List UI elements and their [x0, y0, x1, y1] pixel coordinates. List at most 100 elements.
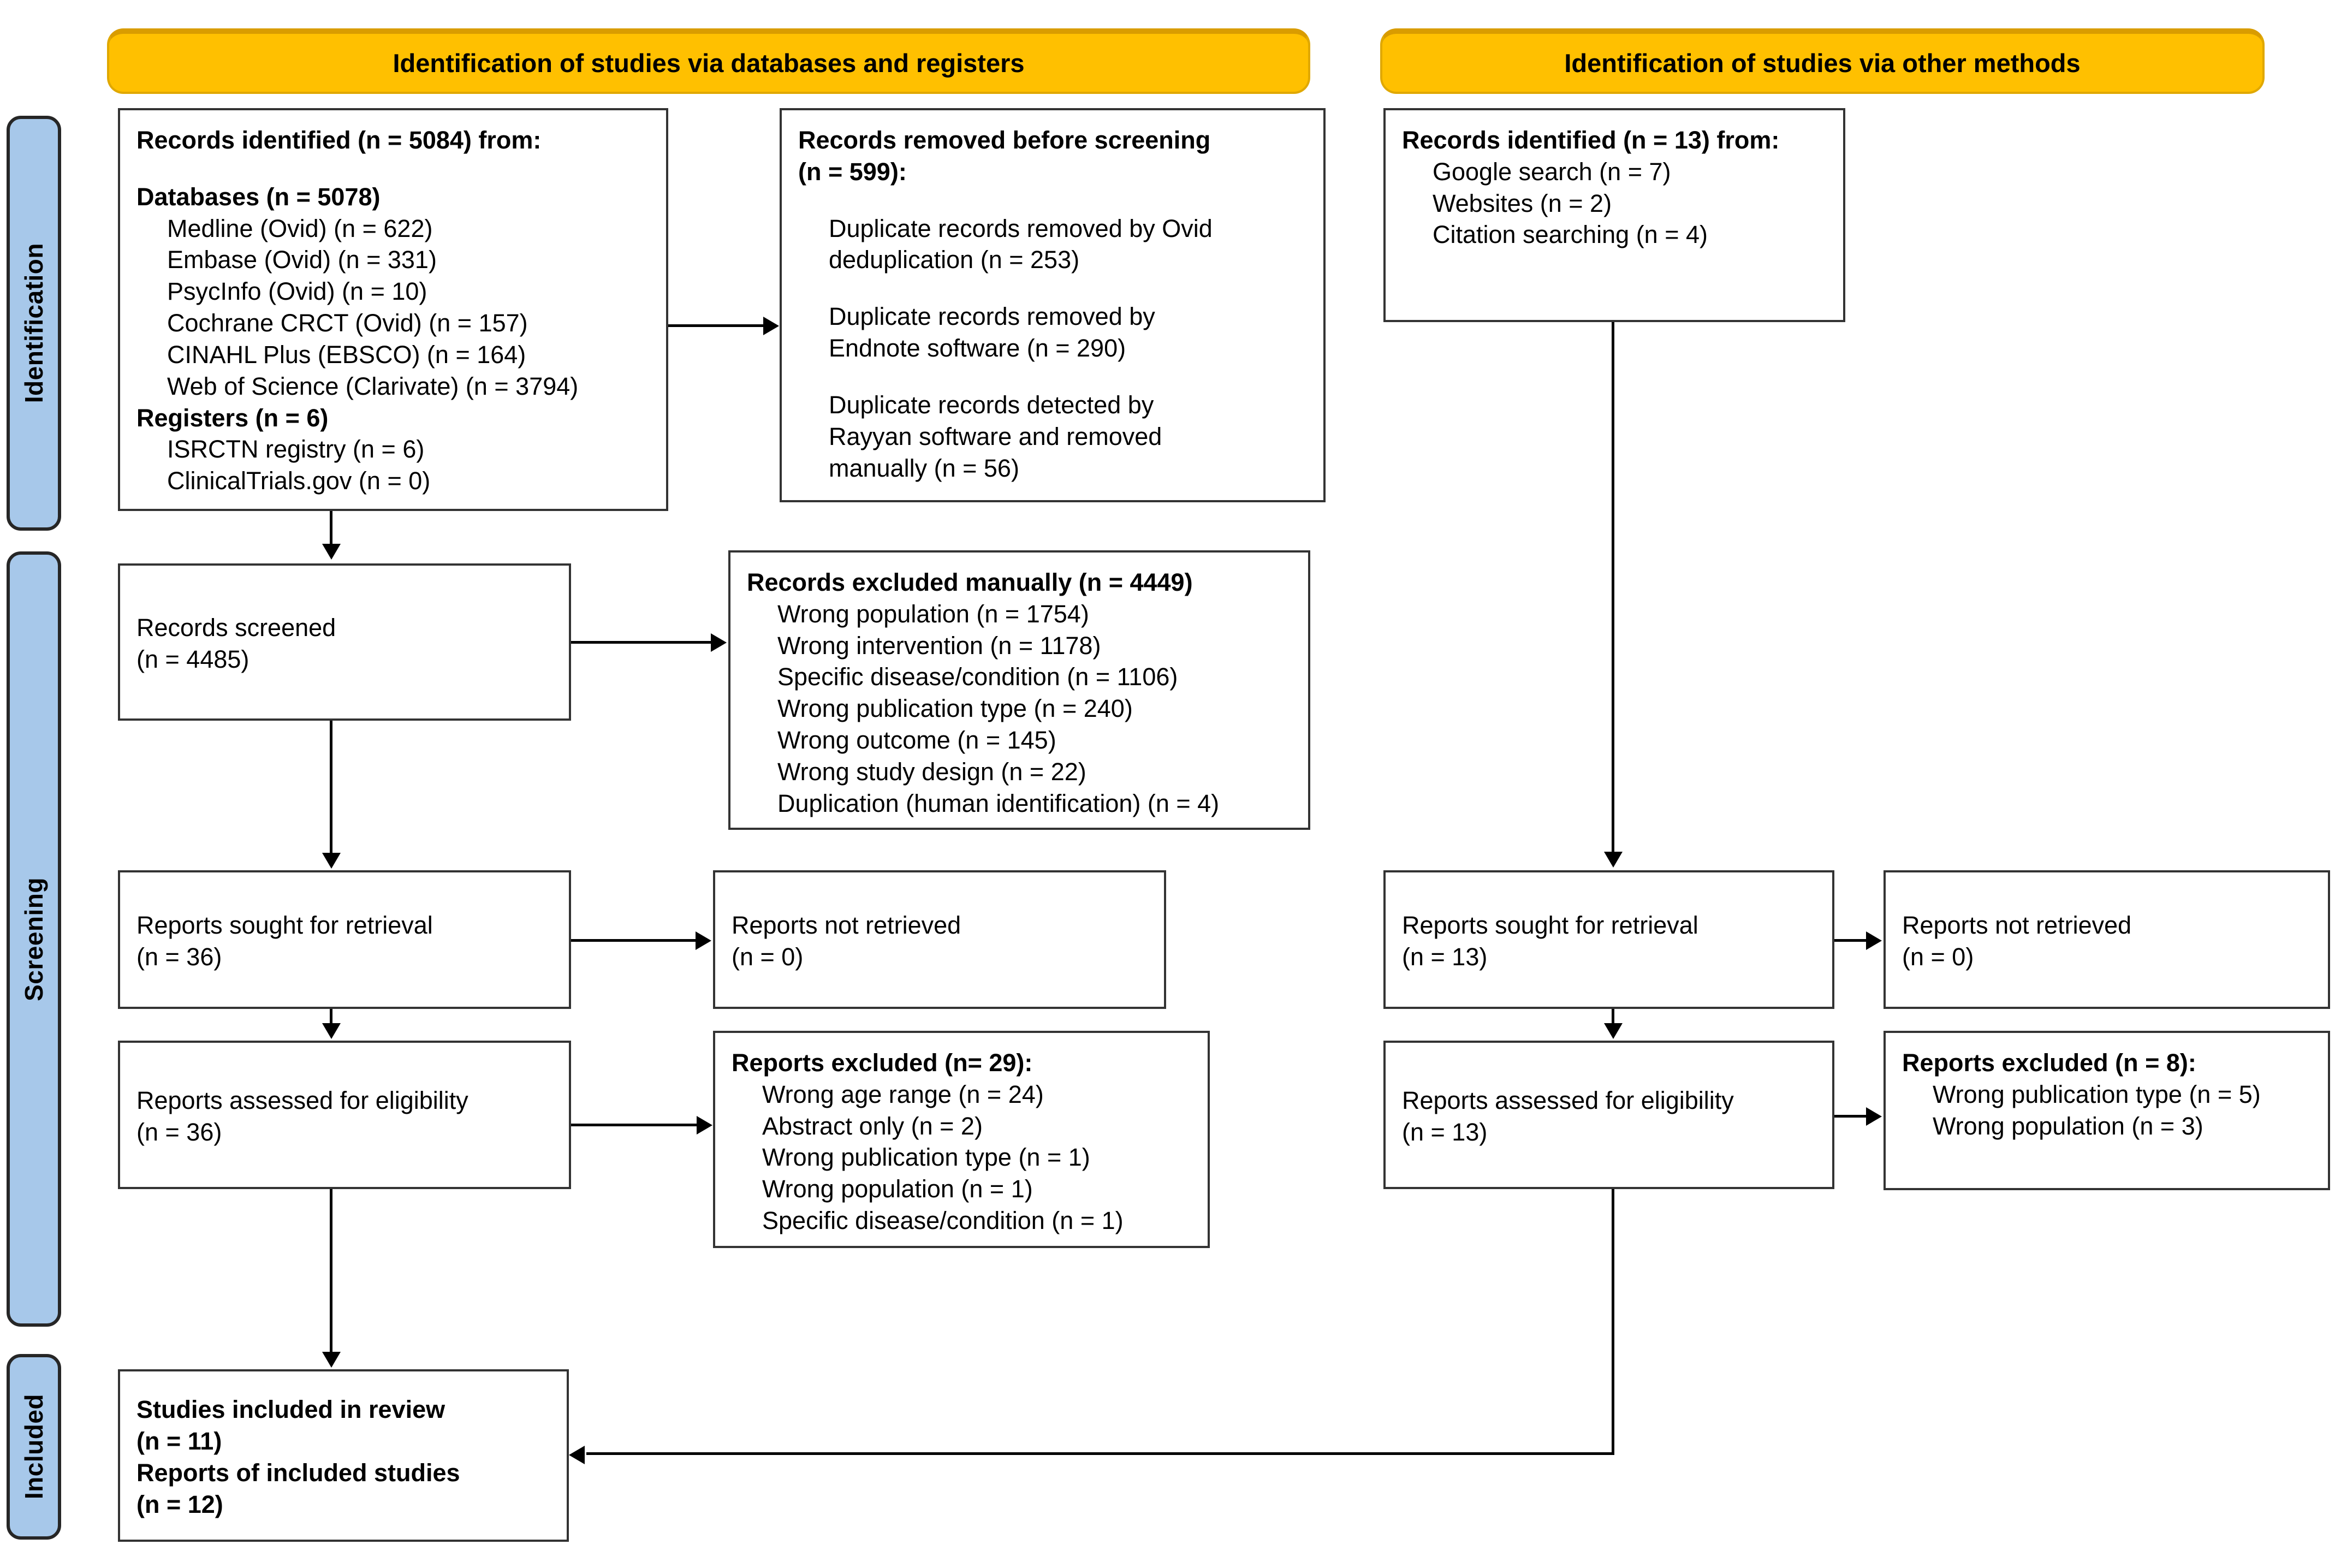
- arrowhead-identified-other-to-sought-right: [1604, 852, 1623, 868]
- box-text-line: Rayyan software and removed: [829, 422, 1162, 450]
- box-text-line: (n = 36): [136, 943, 222, 971]
- arrowhead-sought-to-not-retrieved-right: [1866, 931, 1882, 950]
- box-reports-assessed-left: Reports assessed for eligibility (n = 36): [118, 1041, 571, 1189]
- box-text-line: Endnote software (n = 290): [829, 334, 1126, 363]
- box-text-line: (n = 13): [1402, 1118, 1488, 1146]
- box-records-identified: Records identified (n = 5084) from: Datab…: [118, 108, 668, 511]
- box-text-line: (n = 599):: [798, 157, 907, 186]
- arrowhead-assessed-to-excluded-left: [697, 1116, 712, 1135]
- box-records-removed-before-screening: Records removed before screening (n = 599…: [780, 108, 1326, 502]
- box-text-line: Wrong publication type (n = 1): [762, 1143, 1090, 1172]
- box-text-line: CINAHL Plus (EBSCO) (n = 164): [167, 340, 526, 369]
- box-text-line: Records identified (n = 5084) from:: [136, 126, 542, 154]
- connector-assessed-to-included-left: [330, 1189, 332, 1353]
- box-records-screened: Records screened(n = 4485): [118, 563, 571, 721]
- box-text-line: Specific disease/condition (n = 1): [762, 1207, 1124, 1235]
- box-text-line: Google search (n = 7): [1433, 157, 1671, 186]
- box-text-line: (n = 36): [136, 1118, 222, 1146]
- box-text-line: Reports sought for retrieval: [1402, 911, 1698, 940]
- arrowhead-assessed-to-excluded-right: [1866, 1107, 1882, 1126]
- phase-label-identification: Identification: [20, 243, 48, 403]
- box-text-line: Reports of included studies: [136, 1459, 460, 1487]
- box-text-line: Reports excluded (n= 29):: [732, 1049, 1033, 1077]
- banner-other-methods: Identification of studies via other meth…: [1380, 28, 2265, 94]
- box-text-line: Specific disease/condition (n = 1106): [777, 663, 1178, 691]
- connector-sought-to-assessed-right: [1612, 1009, 1614, 1025]
- box-text-line: (n = 0): [1902, 943, 1974, 971]
- box-text-line: Reports not retrieved: [732, 911, 961, 940]
- banner-label-other-methods: Identification of studies via other meth…: [1564, 48, 2081, 78]
- box-text-line: Records removed before screening: [798, 126, 1211, 154]
- arrowhead-assessed-to-included-left: [322, 1352, 341, 1368]
- arrowhead-identified-to-screened: [322, 544, 341, 560]
- connector-screened-to-sought-left: [330, 721, 332, 854]
- box-text-line: Duplicate records removed by Ovid: [829, 214, 1213, 242]
- box-text-line: [798, 276, 1309, 301]
- box-text-line: [798, 188, 1309, 213]
- connector-assessed-to-excluded-right: [1834, 1115, 1868, 1118]
- connector-screened-to-excluded: [571, 641, 712, 644]
- arrowhead-sought-to-assessed-left: [322, 1023, 341, 1039]
- box-text-line: Reports assessed for eligibility: [136, 1086, 468, 1115]
- box-reports-not-retrieved-left: Reports not retrieved (n = 0): [713, 870, 1166, 1009]
- connector-sought-to-not-retrieved-left: [571, 939, 697, 942]
- box-reports-sought-left: Reports sought for retrieval (n = 36): [118, 870, 571, 1009]
- box-text-line: Databases (n = 5078): [136, 182, 381, 211]
- banner-databases-registers: Identification of studies via databases …: [107, 28, 1310, 94]
- box-text-line: Wrong study design (n = 22): [777, 757, 1086, 786]
- box-text-line: Duplicate records removed by: [829, 302, 1155, 331]
- box-text-line: (n = 13): [1402, 943, 1488, 971]
- phase-label-screening: Screening: [20, 877, 48, 1001]
- box-text-line: Studies included in review: [136, 1395, 445, 1424]
- arrowhead-screened-to-sought-left: [322, 853, 341, 869]
- box-reports-assessed-right: Reports assessed for eligibility (n = 13): [1383, 1041, 1834, 1189]
- box-text-line: Records screened: [136, 614, 336, 642]
- box-text-line: Registers (n = 6): [136, 403, 329, 432]
- box-text-line: Records identified (n = 13) from:: [1402, 126, 1780, 154]
- box-reports-not-retrieved-right: Reports not retrieved(n = 0): [1884, 870, 2330, 1009]
- phase-bar-identification: Identification: [7, 116, 61, 531]
- box-text-line: Wrong intervention (n = 1178): [777, 631, 1101, 660]
- box-text-line: Embase (Ovid) (n = 331): [167, 246, 437, 274]
- box-text-line: Wrong population (n = 1): [762, 1175, 1033, 1203]
- banner-label-databases-registers: Identification of studies via databases …: [393, 48, 1025, 78]
- box-text-line: ClinicalTrials.gov (n = 0): [167, 467, 431, 495]
- box-text-line: Reports assessed for eligibility: [1402, 1086, 1734, 1115]
- box-text-line: PsycInfo (Ovid) (n = 10): [167, 277, 427, 306]
- box-text-line: ISRCTN registry (n = 6): [167, 435, 425, 464]
- box-text-line: Duplicate records detected by: [829, 390, 1154, 419]
- box-text-line: Websites (n = 2): [1433, 189, 1612, 217]
- box-text-line: deduplication (n = 253): [829, 246, 1080, 274]
- box-text-line: Abstract only (n = 2): [762, 1112, 983, 1140]
- box-reports-excluded-right: Reports excluded (n = 8):Wrong publicati…: [1884, 1031, 2330, 1190]
- phase-bar-included: Included: [7, 1354, 61, 1540]
- connector-identified-other-to-sought-right: [1612, 322, 1614, 853]
- box-text-line: (n = 11): [136, 1427, 222, 1456]
- connector-assessed-right-to-included-vertical: [1612, 1189, 1614, 1454]
- box-text-line: Cochrane CRCT (Ovid) (n = 157): [167, 309, 528, 337]
- arrowhead-sought-to-not-retrieved-left: [696, 931, 711, 950]
- box-text-line: Wrong publication type (n = 240): [777, 694, 1133, 723]
- box-text-line: Web of Science (Clarivate) (n = 3794): [167, 372, 579, 400]
- box-records-identified-other-methods: Records identified (n = 13) from: Google …: [1383, 108, 1845, 322]
- box-text-line: Records excluded manually (n = 4449): [747, 568, 1193, 596]
- box-text-line: Medline (Ovid) (n = 622): [167, 214, 433, 242]
- box-text-line: [136, 156, 652, 181]
- arrowhead-sought-to-assessed-right: [1604, 1023, 1623, 1039]
- box-text-line: Reports sought for retrieval: [136, 911, 433, 940]
- box-text-line: Wrong population (n = 1754): [777, 599, 1089, 628]
- box-text-line: Duplication (human identification) (n = …: [777, 789, 1220, 817]
- box-text-line: Reports excluded (n = 8):: [1902, 1049, 2196, 1077]
- box-text-line: (n = 0): [732, 943, 804, 971]
- box-reports-sought-right: Reports sought for retrieval (n = 13): [1383, 870, 1834, 1009]
- phase-label-included: Included: [20, 1394, 48, 1500]
- box-text-line: Wrong population (n = 3): [1933, 1112, 2203, 1140]
- arrowhead-screened-to-excluded: [711, 633, 727, 652]
- connector-sought-to-assessed-left: [330, 1009, 332, 1025]
- box-text-line: (n = 12): [136, 1490, 223, 1518]
- box-records-excluded-manually: Records excluded manually (n = 4449) Wron…: [728, 550, 1310, 830]
- box-reports-excluded-left: Reports excluded (n= 29):Wrong age range…: [713, 1031, 1210, 1248]
- arrowhead-assessed-right-to-included: [569, 1446, 585, 1464]
- connector-assessed-right-to-included-horizontal: [586, 1452, 1614, 1455]
